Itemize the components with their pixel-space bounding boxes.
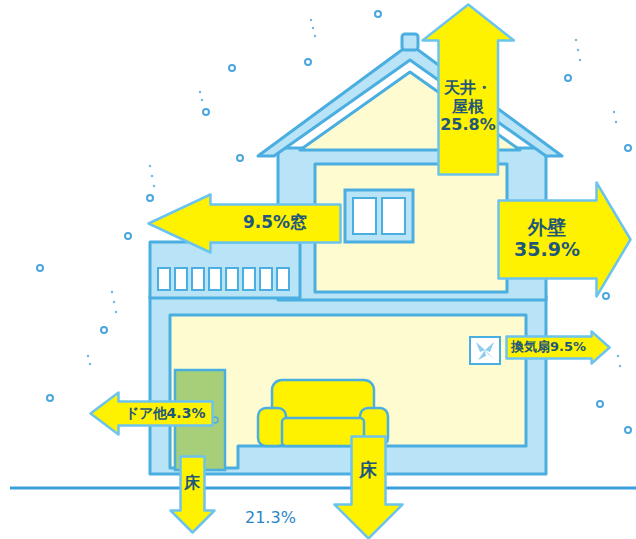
heat-loss-arrow: 床 [334, 436, 402, 538]
arrow-outline [148, 194, 340, 252]
balcony [150, 242, 300, 298]
window-pane [382, 198, 405, 234]
roof [258, 44, 562, 156]
fan-blades [476, 342, 494, 360]
heat-loss-text: 25.8% [440, 116, 496, 134]
arrow-shape [169, 455, 216, 534]
heat-loss-arrow: ドア他4.3% [90, 392, 212, 434]
arrow-shape [333, 435, 404, 539]
arrow-text-area: ドア他4.3% [118, 401, 212, 425]
heat-loss-text: 35.9% [514, 239, 580, 261]
heat-loss-arrow: 天井・屋根25.8% [422, 4, 514, 174]
arrow-outline [506, 331, 609, 363]
arrow-text-area: 外壁35.9% [498, 200, 596, 278]
arrow-outline [498, 182, 630, 296]
heat-loss-text: ドア他4.3% [125, 405, 206, 421]
heat-loss-arrow: 外壁35.9% [498, 182, 630, 296]
arrow-outline [422, 4, 514, 174]
roof-ridge [402, 34, 418, 50]
heat-loss-text: 9.5%窓 [243, 213, 307, 233]
arrow-text-area: 天井・屋根25.8% [438, 40, 498, 174]
heat-loss-text: 外壁 [528, 217, 566, 239]
heat-loss-arrow: 床 [170, 456, 214, 532]
upper-room [315, 164, 507, 292]
window-pane [353, 198, 376, 234]
arrow-outline [334, 436, 402, 538]
percent-label: 21.3% [245, 508, 296, 527]
arrow-outline [90, 392, 212, 434]
arrow-text-area: 床 [180, 456, 204, 510]
heat-loss-text: 天井・屋根 [444, 79, 492, 116]
heat-loss-text: 床 [359, 460, 377, 481]
arrow-text-area: 9.5%窓 [210, 204, 340, 242]
heat-loss-text: 床 [184, 474, 200, 492]
arrow-text-area: 床 [351, 436, 385, 504]
heat-loss-arrow: 9.5%窓 [148, 194, 340, 252]
ground-floor-wall [150, 296, 546, 474]
arrow-text-area: 換気扇9.5% [506, 336, 591, 358]
ground-line [10, 487, 636, 490]
vent-fan [470, 337, 500, 364]
heat-loss-arrow: 換気扇9.5% [506, 331, 609, 363]
balcony-railing [158, 268, 289, 290]
arrow-outline [170, 456, 214, 532]
heat-loss-text: 換気扇9.5% [511, 340, 586, 355]
window-frame [345, 190, 413, 242]
